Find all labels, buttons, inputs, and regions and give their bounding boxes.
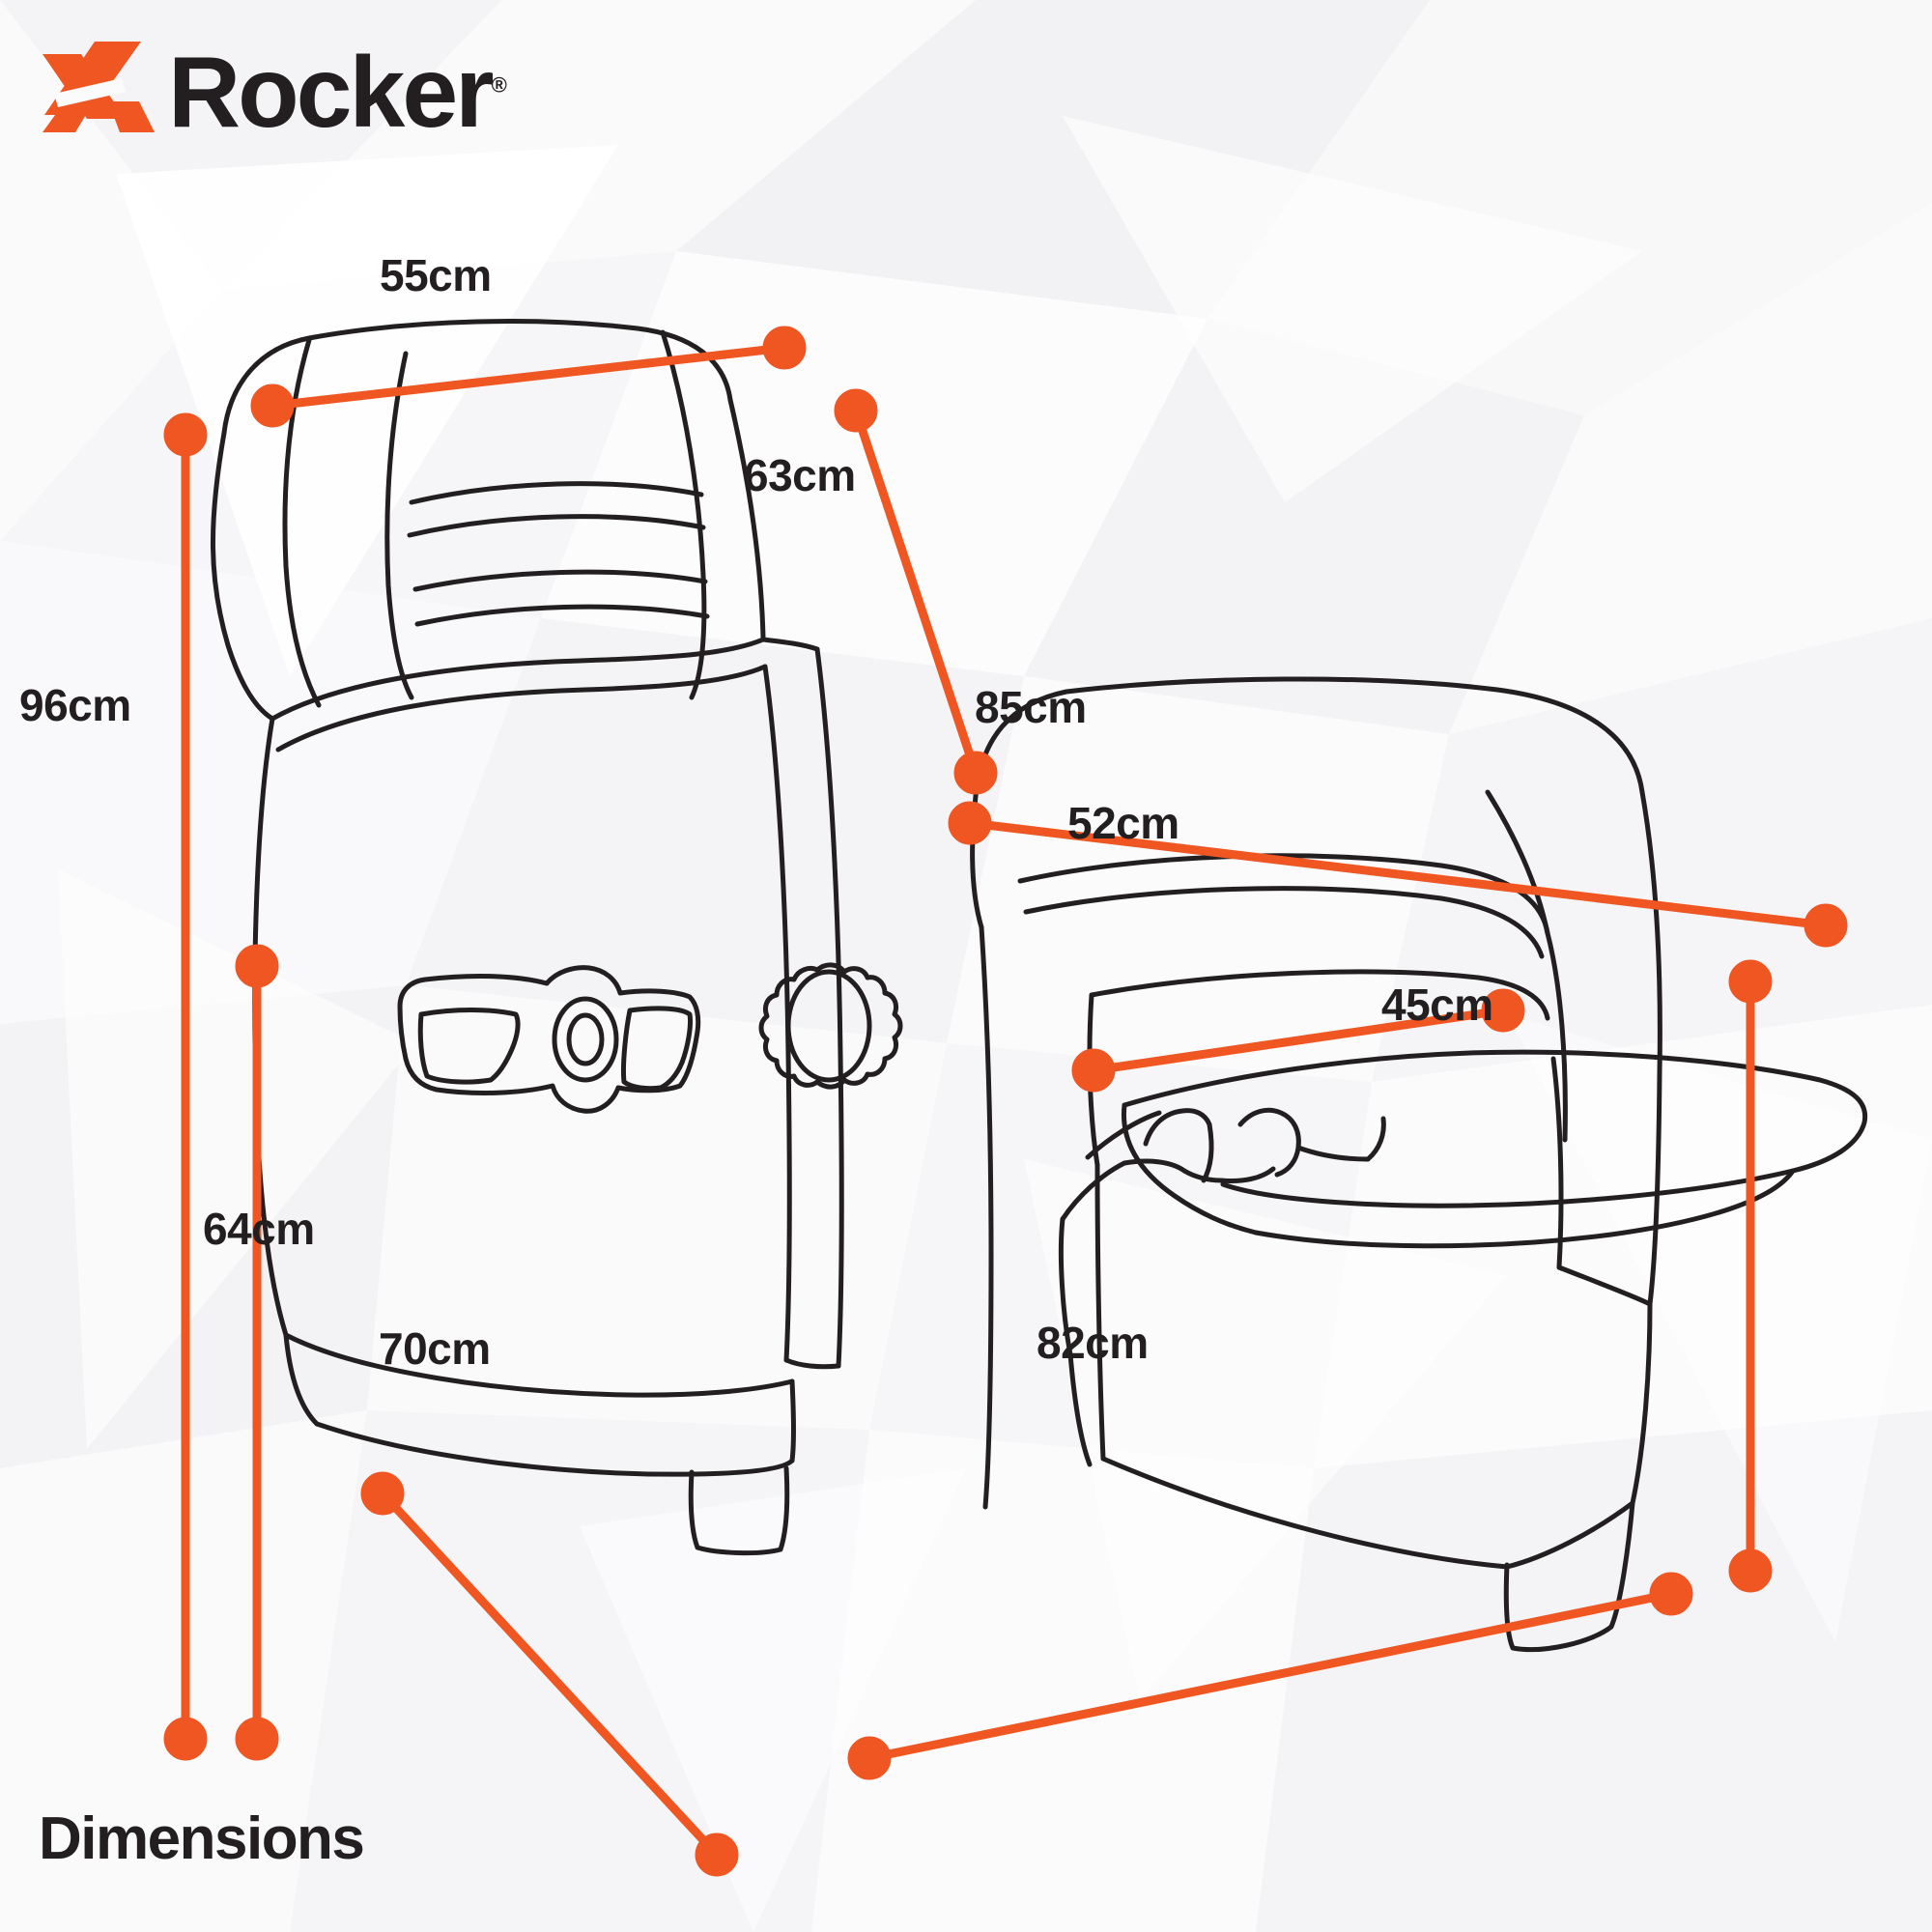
dimension-line-52cm — [1089, 1006, 1508, 1075]
dimension-endpoint — [953, 751, 998, 795]
brand-logo: Rocker® — [39, 35, 507, 151]
dimension-endpoint — [1728, 959, 1773, 1004]
dimension-endpoint — [1728, 1548, 1773, 1593]
dimension-label-back-depth: 63cm — [744, 450, 856, 500]
dimension-label-seat-depth: 52cm — [1067, 798, 1179, 848]
dimension-label-extended-length: 82cm — [1037, 1318, 1149, 1368]
dimension-endpoint — [163, 412, 208, 457]
dimension-endpoint — [235, 944, 279, 988]
registered-mark: ® — [491, 72, 507, 98]
dimension-label-base-width: 70cm — [379, 1323, 491, 1374]
dimension-endpoint — [360, 1471, 405, 1516]
dimension-endpoint — [847, 1736, 892, 1780]
dimension-endpoint — [1649, 1572, 1693, 1616]
dimension-line-70cm — [378, 1489, 722, 1860]
brand-name-text: Rocker — [168, 37, 495, 149]
dimension-endpoint — [834, 388, 878, 433]
dimension-line-85cm — [965, 818, 1831, 930]
dimension-endpoint — [163, 1717, 208, 1761]
page-title: Dimensions — [39, 1805, 365, 1872]
dimension-lines — [163, 326, 1848, 1877]
dimension-endpoint — [948, 801, 992, 845]
dimension-label-total-height: 96cm — [19, 680, 131, 730]
dimension-endpoint — [235, 1717, 279, 1761]
dimension-line-82cm — [865, 1589, 1676, 1763]
dimension-label-seat-back-height: 64cm — [203, 1204, 315, 1254]
dimension-endpoint — [1481, 988, 1525, 1033]
dimension-label-reclined-depth: 85cm — [975, 682, 1087, 732]
dimension-endpoint — [1804, 903, 1848, 948]
brand-wordmark: Rocker® — [168, 43, 507, 143]
dimension-line-63cm — [851, 406, 980, 778]
dimension-line-55cm — [268, 343, 789, 411]
dimension-endpoint — [1071, 1048, 1116, 1093]
dimension-endpoint — [250, 384, 295, 428]
recliner-outline — [210, 319, 1868, 1653]
dimension-endpoint — [762, 326, 807, 370]
dimension-endpoint — [695, 1833, 739, 1877]
dimension-label-width-top: 55cm — [380, 250, 492, 300]
x-rocker-x-logo-icon — [43, 42, 155, 132]
dimension-label-arm-height: 45cm — [1381, 980, 1493, 1030]
